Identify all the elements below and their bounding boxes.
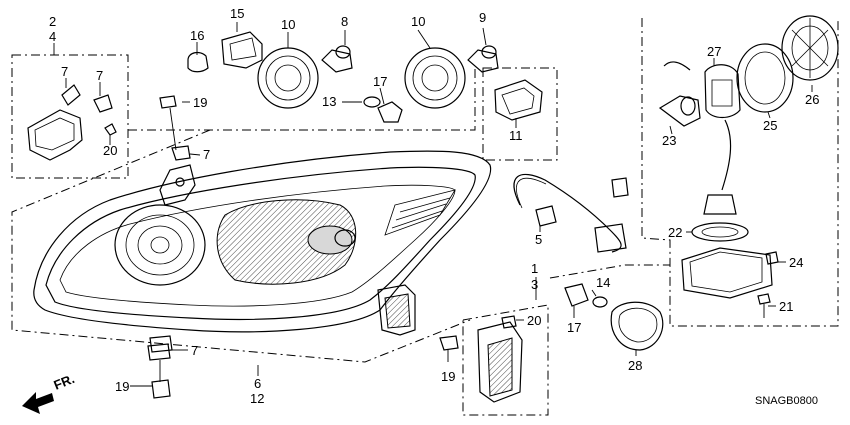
- callout-8: 8: [341, 14, 348, 29]
- callout-7: 7: [96, 68, 103, 83]
- callout-26: 26: [805, 92, 819, 107]
- callout-12: 12: [250, 391, 264, 406]
- lower-fasteners: [147, 343, 171, 399]
- side-marker-parts: [439, 283, 664, 403]
- callout-22: 22: [668, 225, 682, 240]
- screw-19-upper: [159, 95, 191, 161]
- callout-20: 20: [527, 313, 541, 328]
- callout-7: 7: [61, 64, 68, 79]
- callout-labels: 2 4 7 7 20 16 15 10 8 10 9 19 7 17 13 11…: [49, 6, 819, 407]
- callout-23: 23: [662, 133, 676, 148]
- callout-13: 13: [322, 94, 336, 109]
- callout-2: 2: [49, 14, 56, 29]
- wire-harness: [513, 173, 629, 253]
- callout-24: 24: [789, 255, 803, 270]
- callout-19: 19: [115, 379, 129, 394]
- callout-7: 7: [203, 147, 210, 162]
- leader-lines: [53, 22, 813, 387]
- callout-10: 10: [411, 14, 425, 29]
- hid-components: [658, 15, 839, 318]
- catalog-code: SNAGB0800: [755, 395, 818, 407]
- callout-17: 17: [567, 320, 581, 335]
- bulbs-and-sockets: [187, 31, 543, 123]
- callout-6: 6: [254, 376, 261, 391]
- callout-25: 25: [763, 118, 777, 133]
- callout-17: 17: [373, 74, 387, 89]
- callout-7: 7: [191, 343, 198, 358]
- callout-4: 4: [49, 29, 56, 44]
- callout-15: 15: [230, 6, 244, 21]
- callout-14: 14: [596, 275, 610, 290]
- callout-16: 16: [190, 28, 204, 43]
- mounting-bracket: [27, 84, 117, 161]
- callout-10: 10: [281, 17, 295, 32]
- callout-20: 20: [103, 143, 117, 158]
- callout-9: 9: [479, 10, 486, 25]
- group-boxes: [11, 18, 839, 416]
- callout-19: 19: [193, 95, 207, 110]
- callout-11: 11: [509, 128, 523, 143]
- front-marker-label: FR.: [52, 371, 77, 393]
- callout-27: 27: [707, 44, 721, 59]
- front-arrow-icon: [22, 392, 54, 414]
- callout-21: 21: [779, 299, 793, 314]
- callout-28: 28: [628, 358, 642, 373]
- callout-19: 19: [441, 369, 455, 384]
- headlight-assembly: [33, 150, 492, 353]
- callout-3: 3: [531, 277, 538, 292]
- callout-1: 1: [531, 261, 538, 276]
- callout-5: 5: [535, 232, 542, 247]
